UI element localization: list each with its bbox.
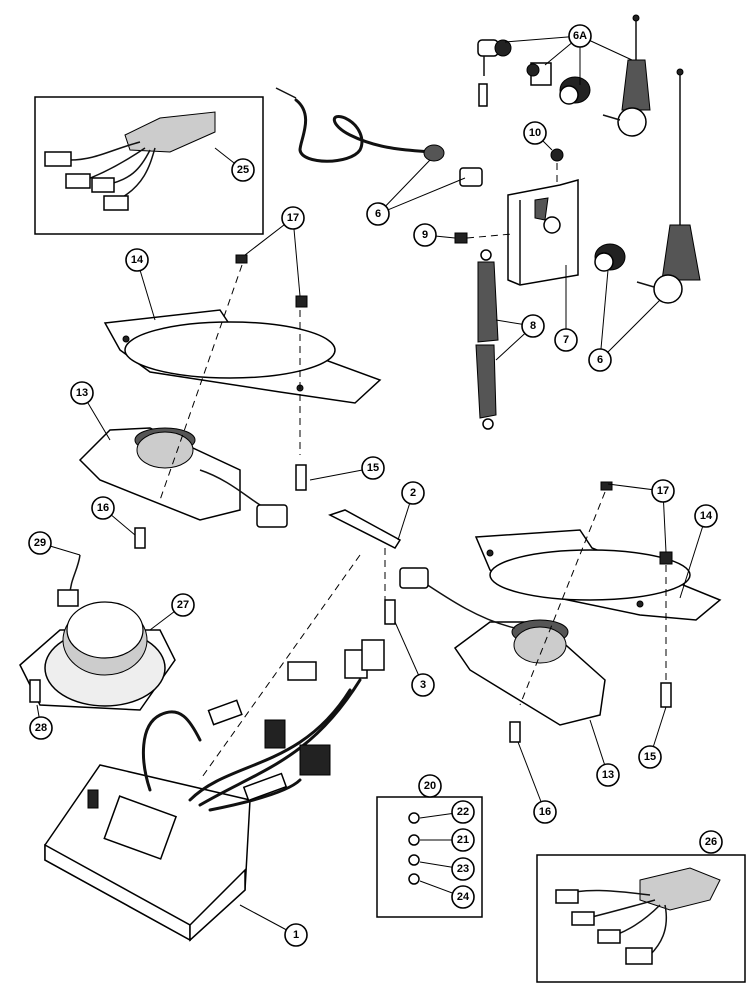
antenna-bracket-and-strap [454,148,579,430]
harness-inset-box-25 [34,96,264,235]
callout-14-left: 14 [125,248,149,272]
callout-10: 10 [523,121,547,145]
svg-text:27: 27 [177,599,189,611]
speaker-left [78,427,288,528]
svg-text:23: 23 [457,863,469,875]
radio-unit [44,639,385,942]
callout-15-left: 15 [361,456,385,480]
antenna-adapter-parts [477,14,651,137]
svg-text:9: 9 [422,229,428,241]
svg-text:7: 7 [563,334,569,346]
callout-16-left: 16 [91,496,115,520]
callout-6-cable: 6 [366,202,390,226]
harness-inset-box-26 [536,854,746,983]
callout-6-antenna: 6 [588,348,612,372]
callout-13-right: 13 [596,763,620,787]
callout-2: 2 [401,481,425,505]
antenna-mast [594,68,701,304]
speaker-round-27 [19,554,176,711]
svg-text:14: 14 [131,254,144,266]
svg-text:6: 6 [375,208,381,220]
callout-9: 9 [413,223,437,247]
callout-17-left: 17 [281,206,305,230]
svg-text:13: 13 [602,769,614,781]
svg-text:15: 15 [367,462,379,474]
callout-17-right: 17 [651,479,675,503]
svg-text:16: 16 [539,806,551,818]
callout-20: 20 [418,774,442,798]
svg-text:6A: 6A [573,30,587,42]
svg-text:29: 29 [34,537,46,549]
fasteners [29,254,673,781]
callout-26: 26 [699,830,723,854]
svg-text:15: 15 [644,751,656,763]
callout-22: 22 [451,800,475,824]
callout-13-left: 13 [70,381,94,405]
svg-text:14: 14 [700,510,713,522]
mounting-clip [328,509,402,549]
callout-14-right: 14 [694,504,718,528]
svg-text:22: 22 [457,806,469,818]
svg-text:24: 24 [457,891,470,903]
svg-text:3: 3 [420,679,426,691]
callout-23: 23 [451,857,475,881]
svg-text:10: 10 [529,127,541,139]
callout-21: 21 [451,828,475,852]
speaker-bracket-right [474,529,722,621]
callout-6a: 6A [568,24,592,48]
svg-text:26: 26 [705,836,717,848]
speaker-bracket-left [103,309,382,404]
svg-text:21: 21 [457,834,469,846]
callout-8: 8 [521,314,545,338]
speaker-right [399,567,606,726]
svg-text:25: 25 [237,164,249,176]
callout-27: 27 [171,593,195,617]
svg-text:13: 13 [76,387,88,399]
svg-text:17: 17 [657,485,669,497]
svg-text:16: 16 [97,502,109,514]
svg-text:8: 8 [530,320,536,332]
antenna-cable [275,87,445,163]
callout-29: 29 [28,531,52,555]
callout-15-right: 15 [638,745,662,769]
svg-text:28: 28 [35,722,47,734]
callout-25: 25 [231,158,255,182]
callout-3: 3 [411,673,435,697]
callout-28: 28 [29,716,53,740]
callout-16-right: 16 [533,800,557,824]
callout-1: 1 [284,923,308,947]
svg-text:17: 17 [287,212,299,224]
callout-7: 7 [554,328,578,352]
svg-text:20: 20 [424,780,436,792]
callout-24: 24 [451,885,475,909]
svg-text:2: 2 [410,487,416,499]
svg-text:6: 6 [597,354,603,366]
svg-text:1: 1 [293,929,299,941]
